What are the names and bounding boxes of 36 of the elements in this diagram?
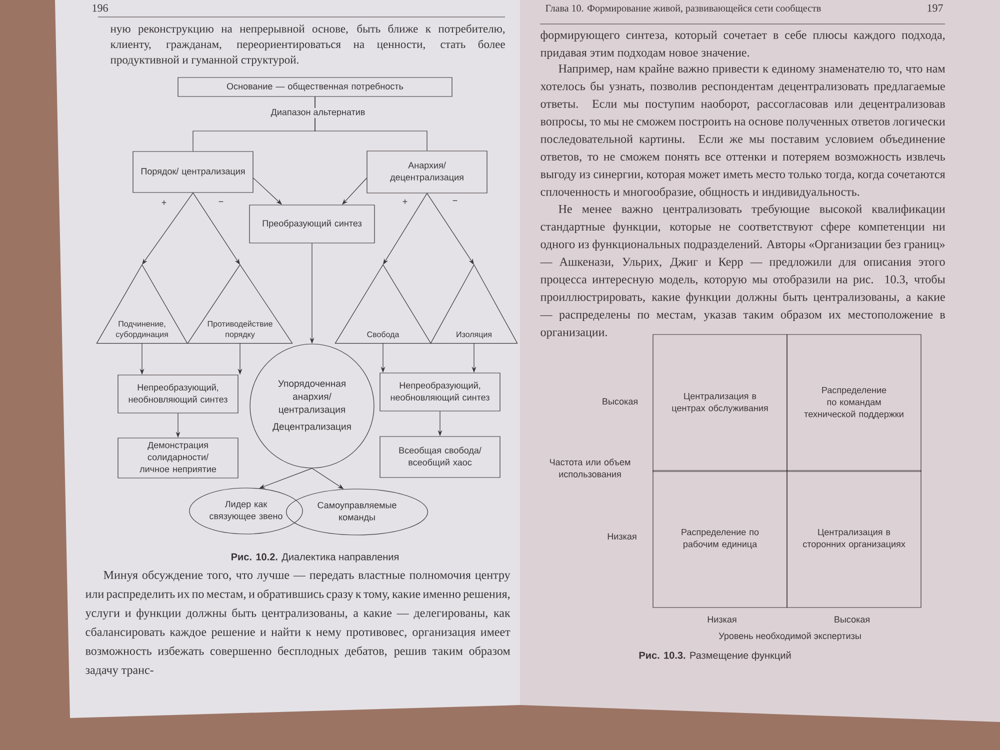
page-number: 196 (92, 4, 108, 12)
quadrant-cell: Централизация в центрах обслуживания (652, 334, 788, 472)
page-number: 197 (928, 4, 943, 12)
edge-label: − (451, 199, 459, 205)
quadrant-cell: Централизация в сторонних организациях (786, 470, 922, 608)
text-box: Анархия/ децентрализация (366, 150, 488, 194)
text-box: Непреобразующий, необновляющий синтез (380, 372, 500, 412)
text-box: Порядок/ централизация (132, 151, 254, 193)
axis-title: Уровень необходимой экспертизы (718, 632, 861, 641)
circle-node: Упорядоченная анархия/ централизация Децентрализация (250, 344, 374, 468)
triangle-node: Свобода (334, 264, 432, 344)
axis-title: Частота или объем использования (550, 458, 630, 478)
paragraph: Минуя обсуждение того, что лучше — передать властные полномочия центру или распределить их по местам, и обратившись сразу к тому, какие именно решения, услуги и функции должны быть централизованы, а какие — делегированы, как сбалансировать каждое решение и найти к нему противовес, организация имеет возможность избежать совершенно бесплодных дебатов, решив таким образом задачу транс- (85, 570, 510, 676)
axis-label: Высокая (834, 616, 870, 623)
triangle-node: Изоляция (430, 264, 518, 344)
paragraph: формирующего синтеза, который сочетает в себе плюсы каждого подхода, придавая этим подходам новое значение. (540, 30, 945, 60)
quadrant-cell: Распределение по рабочим единица (652, 470, 788, 608)
triangle-node: Подчинение, субординация (96, 264, 188, 344)
figure-caption: Рис. 10.3. Размещение функций (639, 651, 791, 661)
paragraph: Например, нам крайне важно привести к единому знаменателю то, что нам хотелось бы узнать, позволив респондентам децентрализовать предлагаемые ответы. Если мы поступим наоборот, рассогласовав или децентрализовав вопросы, то мы не сможем построить на основе полученных ответов логически последовательной картины. Если же мы поставим условием объединение ответов, то не сможем понять все оттенки и потеряем возможность извлечь выгоду из синергии, которая может иметь место только тогда, когда сочетаются сплоченность и многообразие, общность и индивидуальность. (540, 64, 946, 198)
text-box: Преобразующий синтез (249, 204, 375, 244)
text-box: Непреобразующий, необновляющий синтез (118, 374, 238, 414)
quadrant-cell: Распределение по командам технической поддержки (786, 334, 922, 472)
axis-label: Высокая (602, 398, 638, 405)
running-header: Глава 10. Формирование живой, развивающейся сети сообществ (546, 4, 821, 14)
edge-label: − (217, 200, 225, 206)
text-box: Демонстрация солидарности/ личное неприятие (118, 438, 238, 478)
axis-label: Низкая (608, 533, 636, 540)
paragraph: ную реконструкцию на непрерывной основе, быть ближе к потребителю, клиенту, гражданам, переориентироваться на ценности, стать более продуктивной и гуманной структурой. (110, 24, 505, 66)
text-box: Всеобщая свобода/ всеобщий хаос (380, 436, 500, 478)
ellipse-node: Лидер как связующее звено (189, 488, 303, 534)
text-box: Основание — общественная потребность (178, 77, 452, 97)
figure-caption: Рис. 10.2. Диалектика направления (232, 553, 398, 562)
ellipse-node: Самоуправляемые команды (286, 488, 428, 536)
axis-label: Низкая (708, 616, 736, 623)
triangle-node: Противодействие порядку (187, 264, 293, 344)
